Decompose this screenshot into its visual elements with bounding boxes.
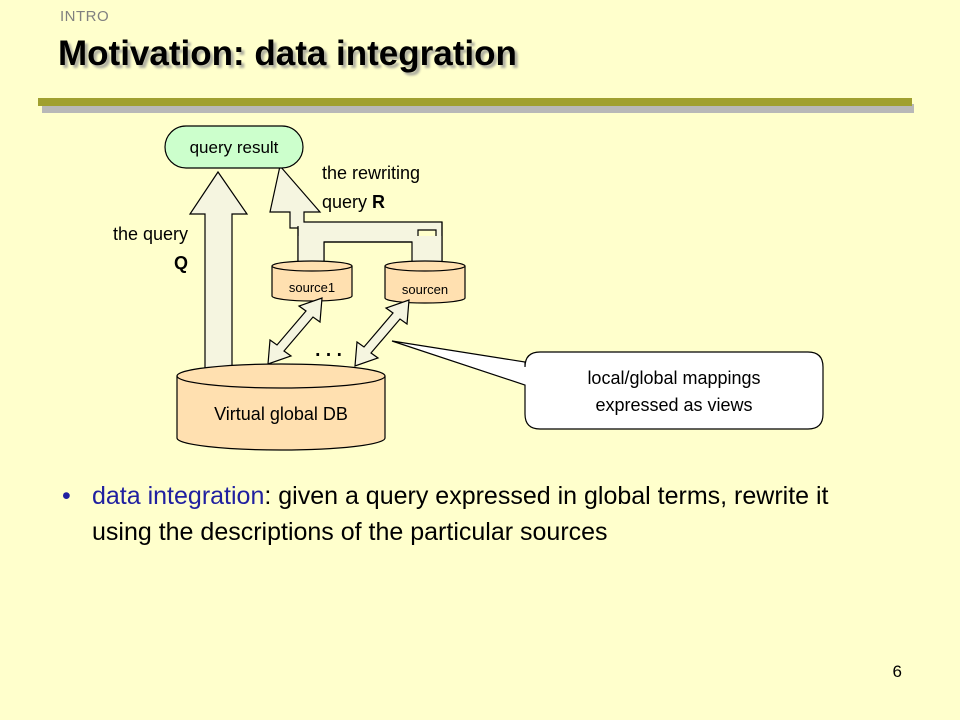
rewriting-link-right [412,236,442,262]
mapping-double-arrow-first [267,297,323,365]
query-symbol: Q [174,253,188,273]
section-label: INTRO [60,8,110,25]
bullet-term: data integration [92,482,265,510]
query-result-label: query result [190,138,279,157]
rewriting-symbol: R [372,192,385,212]
mappings-callout [391,340,824,430]
bullet-dot: • [62,482,71,510]
rewriting-link-outline [297,222,443,262]
global-db-cylinder [176,363,386,451]
global-db-label: Virtual global DB [214,404,348,424]
bullet-text: data integration: given a query expresse… [92,478,892,550]
mappings-label-line1: local/global mappings [587,368,760,388]
mappings-label-line2: expressed as views [595,395,752,415]
title-rule-shadow [42,104,914,113]
source-last-label: sourcen [402,282,448,297]
source-first-label: source1 [289,280,335,295]
page-number: 6 [892,662,902,681]
rewriting-label-line2: query R [322,192,385,212]
rewriting-label-prefix: query [322,192,372,212]
slide-title: Motivation: data integration [58,34,517,73]
mapping-double-arrow-last [354,299,410,367]
source-last-cylinder [384,260,466,304]
data-integration-diagram: query result the rewriting query R the q… [113,125,824,451]
rewriting-label-line1: the rewriting [322,163,420,183]
bullet-description: : given a query expressed in global term… [92,482,829,546]
query-label-line1: the query [113,224,188,244]
title-rule [38,98,912,106]
query-arrow [188,170,249,373]
sources-ellipsis: ... [314,331,346,362]
query-result-box [164,125,304,169]
rewriting-link-left [298,236,324,262]
